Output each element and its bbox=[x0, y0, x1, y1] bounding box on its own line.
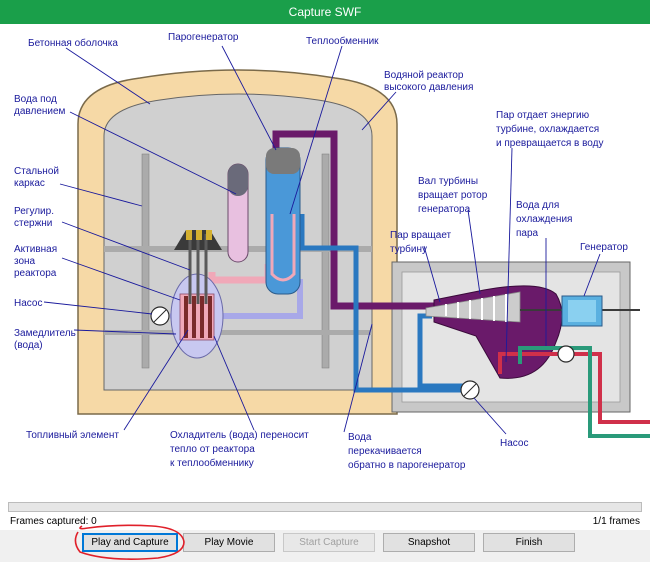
label-turbine-shaft: Вал турбины bbox=[418, 175, 478, 187]
label-pressurized-water: давлением bbox=[14, 106, 66, 117]
label-heat-exchanger: Теплообменник bbox=[306, 35, 379, 47]
heat-exchanger-tubes bbox=[270, 214, 296, 282]
label-steel-frame: каркас bbox=[14, 178, 45, 189]
pump-right-blade bbox=[463, 383, 477, 397]
label-water-pumped: Вода bbox=[348, 432, 372, 443]
generator-body bbox=[568, 300, 596, 322]
label-moderator: Замедлитель bbox=[14, 328, 76, 339]
capture-progress-bar bbox=[8, 502, 642, 512]
label-cooling-water: пара bbox=[516, 228, 539, 239]
reactor-diagram: Бетонная оболочка Парогенератор Теплообм… bbox=[14, 32, 650, 471]
label-concrete-shell: Бетонная оболочка bbox=[28, 37, 118, 49]
swf-canvas: Бетонная оболочка Парогенератор Теплообм… bbox=[0, 24, 650, 500]
label-pressurized-water: Вода под bbox=[14, 94, 57, 105]
red-annotation-circle bbox=[74, 524, 185, 560]
window-titlebar: Capture SWF bbox=[0, 0, 650, 24]
label-active-zone: зона bbox=[14, 256, 36, 267]
start-capture-button[interactable]: Start Capture bbox=[283, 533, 375, 552]
leader-line bbox=[423, 245, 441, 303]
leader-line bbox=[583, 253, 601, 297]
pressurizer-top bbox=[228, 164, 248, 196]
turbine-rotor bbox=[425, 291, 521, 323]
leader-line bbox=[467, 209, 481, 295]
label-turbine-shaft: генератора bbox=[418, 204, 471, 215]
leader-line bbox=[289, 45, 343, 215]
label-active-zone: реактора bbox=[14, 268, 57, 279]
label-turbine-shaft: вращает ротор bbox=[418, 190, 488, 201]
leader-line bbox=[221, 45, 277, 151]
turbine-blades bbox=[445, 294, 507, 322]
fuel-rod bbox=[184, 296, 188, 338]
label-cooling-water: Вода для bbox=[516, 200, 559, 211]
play-movie-button[interactable]: Play Movie bbox=[183, 533, 275, 552]
frames-captured-status: Frames captured: 0 bbox=[10, 516, 97, 527]
button-bar: Play and Capture Play Movie Start Captur… bbox=[0, 530, 650, 562]
label-fuel-element: Топливный элемент bbox=[26, 430, 119, 441]
leader-line bbox=[59, 183, 143, 207]
leader-line bbox=[43, 301, 153, 315]
fuel-rod bbox=[192, 296, 196, 338]
leader-line bbox=[505, 147, 513, 363]
label-coolant: тепло от реактора bbox=[170, 444, 255, 455]
steel-column-left bbox=[141, 153, 150, 369]
leader-line bbox=[213, 335, 255, 431]
label-coolant: Охладитель (вода) переносит bbox=[170, 430, 309, 441]
label-pwr: Водяной реактор bbox=[384, 70, 464, 81]
leader-line bbox=[473, 397, 507, 435]
leader-line bbox=[123, 329, 189, 431]
steel-column-right bbox=[321, 153, 330, 369]
label-pwr: высокого давления bbox=[384, 82, 473, 93]
return-pipe-steamgen bbox=[299, 214, 462, 393]
label-steam-gives-energy: и превращается в воду bbox=[496, 138, 604, 149]
frames-total-status: 1/1 frames bbox=[592, 516, 640, 527]
leader-line bbox=[61, 221, 191, 271]
pump-left-blade bbox=[153, 309, 167, 323]
rod-drive-marker bbox=[186, 230, 192, 240]
leader-line bbox=[65, 47, 151, 105]
leader-line bbox=[361, 91, 397, 131]
label-coolant: к теплообменнику bbox=[170, 457, 254, 469]
label-steam-rotates: Пар вращает bbox=[390, 230, 452, 241]
label-pump-left: Насос bbox=[14, 298, 42, 309]
play-and-capture-button[interactable]: Play and Capture bbox=[82, 533, 178, 552]
label-cooling-water: охлаждения bbox=[516, 214, 572, 225]
control-rods bbox=[188, 234, 208, 304]
label-water-pumped: перекачивается bbox=[348, 446, 422, 457]
leader-line bbox=[73, 329, 177, 335]
leader-line bbox=[343, 323, 373, 433]
cooling-loop-hot bbox=[498, 352, 650, 424]
label-steel-frame: Стальной bbox=[14, 166, 59, 177]
window-title: Capture SWF bbox=[288, 5, 362, 19]
fuel-rod bbox=[200, 296, 204, 338]
label-pump-right: Насос bbox=[500, 438, 528, 449]
label-control-rods: Регулир. bbox=[14, 206, 54, 217]
label-moderator: (вода) bbox=[14, 340, 43, 351]
fuel-elements bbox=[184, 296, 212, 338]
steam-generator-dome bbox=[266, 148, 300, 174]
snapshot-button[interactable]: Snapshot bbox=[383, 533, 475, 552]
label-steam-generator: Парогенератор bbox=[168, 32, 239, 43]
cooling-pump-icon bbox=[557, 345, 575, 363]
steam-pipe bbox=[272, 130, 440, 310]
rod-drive-marker bbox=[206, 230, 212, 240]
label-generator: Генератор bbox=[580, 242, 628, 253]
label-water-pumped: обратно в парогенератор bbox=[348, 459, 466, 471]
label-active-zone: Активная bbox=[14, 244, 57, 255]
label-control-rods: стержни bbox=[14, 218, 52, 229]
leader-line bbox=[61, 257, 181, 301]
fuel-rod bbox=[208, 296, 212, 338]
cooling-loop-cold bbox=[518, 346, 650, 438]
label-steam-rotates: турбину bbox=[390, 243, 427, 255]
leader-line bbox=[69, 111, 237, 195]
rod-drive-marker bbox=[196, 230, 202, 240]
label-steam-gives-energy: турбине, охлаждается bbox=[496, 123, 599, 135]
steel-floor-lower bbox=[104, 330, 372, 335]
finish-button[interactable]: Finish bbox=[483, 533, 575, 552]
label-steam-gives-energy: Пар отдает энергию bbox=[496, 110, 590, 121]
leader-lines bbox=[43, 45, 601, 435]
